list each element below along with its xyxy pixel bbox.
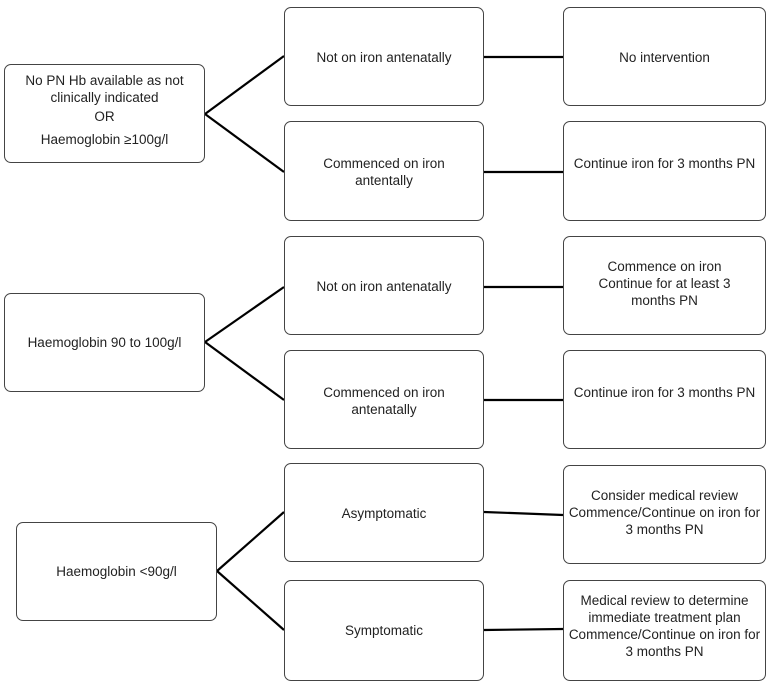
connector-line (204, 113, 285, 173)
status-text: Not on iron antenatally (316, 50, 452, 65)
condition-text: OR (94, 109, 115, 124)
connector-line (216, 511, 285, 572)
action-box: Commence on iron Continue for at least 3… (563, 236, 766, 335)
status-box: Not on iron antenatally (284, 7, 484, 106)
connector-line (204, 286, 285, 343)
status-text: Not on iron antenatally (316, 279, 452, 294)
status-box: Commenced on iron antenatally (284, 350, 484, 449)
status-box: Not on iron antenatally (284, 236, 484, 335)
condition-text: No PN Hb available as not clinically ind… (25, 73, 184, 105)
connector-line (483, 510, 564, 517)
status-text: Asymptomatic (341, 506, 427, 521)
status-text: Commenced on iron antentally (323, 156, 445, 188)
action-text: Commence/Continue on iron for 3 months P… (568, 505, 761, 537)
action-box: Consider medical review Commence/Continu… (563, 465, 766, 564)
action-text: Medical review to determine immediate tr… (580, 593, 749, 625)
action-text: Continue iron for 3 months PN (573, 156, 756, 171)
condition-box: No PN Hb available as not clinically ind… (4, 64, 205, 163)
connector-line (216, 570, 285, 631)
status-box: Asymptomatic (284, 463, 484, 562)
condition-text: Haemoglobin ≥100g/l (40, 132, 169, 147)
connector-line (483, 627, 564, 632)
connector-line (204, 55, 285, 115)
status-text: Symptomatic (344, 623, 424, 638)
action-text: Commence on iron (607, 259, 722, 274)
status-box: Commenced on iron antentally (284, 121, 484, 221)
action-text: Consider medical review (590, 488, 739, 503)
condition-box: Haemoglobin 90 to 100g/l (4, 293, 205, 392)
action-box: No intervention (563, 7, 766, 106)
action-text: No intervention (619, 50, 710, 65)
condition-text: Haemoglobin 90 to 100g/l (27, 335, 182, 350)
action-text: Commence/Continue on iron for 3 months P… (568, 627, 761, 659)
condition-text: Haemoglobin <90g/l (56, 564, 177, 579)
action-box: Medical review to determine immediate tr… (563, 580, 766, 681)
connector-line (204, 341, 285, 401)
condition-box: Haemoglobin <90g/l (16, 522, 217, 621)
action-box: Continue iron for 3 months PN (563, 350, 766, 449)
action-text: Continue for at least 3 months PN (598, 276, 731, 308)
status-box: Symptomatic (284, 580, 484, 681)
action-text: Continue iron for 3 months PN (573, 385, 756, 400)
action-box: Continue iron for 3 months PN (563, 121, 766, 221)
status-text: Commenced on iron antenatally (323, 385, 445, 417)
